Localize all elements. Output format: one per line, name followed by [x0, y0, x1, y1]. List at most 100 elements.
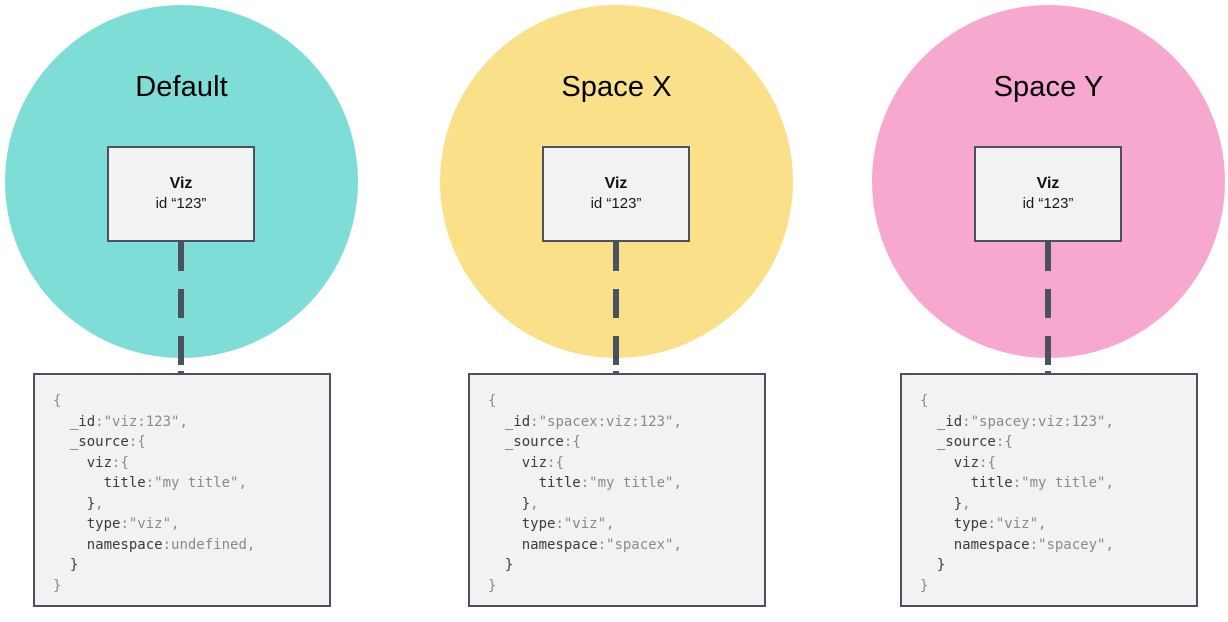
code-line: { [53, 391, 329, 412]
code-line: viz:{ [53, 453, 329, 474]
code-value: , [673, 413, 682, 430]
code-value: "viz" [563, 516, 607, 532]
code-line: type:"viz", [488, 514, 764, 535]
code-value: { [987, 454, 996, 471]
connector-dash [1045, 242, 1051, 271]
code-line: } [488, 555, 764, 576]
code-value [920, 455, 954, 471]
code-value: } [920, 577, 929, 594]
code-value: { [555, 454, 564, 471]
code-key: type [953, 516, 988, 532]
viz-node-type-label: Viz [604, 175, 628, 192]
viz-node-default: Viz id “123” [107, 146, 255, 242]
space-label-spacey: Space Y [993, 71, 1104, 103]
code-value [488, 475, 539, 491]
code-key: } [953, 495, 963, 512]
code-value: "spacex:viz:123" [538, 413, 674, 430]
code-key: } [504, 557, 514, 573]
code-line: title:"my title", [488, 473, 764, 494]
code-line: }, [920, 494, 1196, 515]
code-line: } [488, 576, 764, 597]
code-value: { [53, 393, 62, 409]
document-code-default: { _id:"viz:123", _source:{ viz:{ title:"… [53, 391, 329, 596]
connector-dash [1045, 336, 1051, 365]
code-value [920, 537, 954, 553]
code-value: : [1029, 536, 1039, 553]
connector-dash [1045, 289, 1051, 318]
code-value: , [1105, 413, 1114, 430]
code-value: : [979, 454, 988, 471]
code-key: _source [69, 434, 129, 450]
code-key: title [970, 475, 1013, 491]
document-code-spacey: { _id:"spacey:viz:123", _source:{ viz:{ … [920, 391, 1196, 596]
code-value: "viz" [995, 516, 1039, 532]
code-value [53, 434, 70, 450]
code-key: namespace [521, 536, 598, 553]
code-value: "viz" [128, 516, 172, 532]
code-value: : [555, 516, 564, 532]
code-value: , [238, 475, 247, 491]
code-key: type [521, 516, 556, 532]
space-column-spacex: Space X Viz id “123” { _id:"spacex:viz:1… [411, 0, 821, 622]
viz-node-id-label: id “123” [1022, 195, 1074, 212]
code-value: : [162, 536, 172, 553]
code-value [920, 434, 937, 450]
code-key: title [538, 475, 581, 491]
code-value: : [962, 413, 971, 430]
code-key: } [521, 495, 531, 512]
code-value [53, 414, 70, 430]
code-key: _source [936, 434, 996, 450]
code-value [488, 434, 505, 450]
code-key: _id [936, 413, 963, 430]
code-value: : [145, 475, 155, 491]
code-value: : [563, 434, 573, 450]
code-value: , [962, 495, 971, 512]
code-value: , [1038, 516, 1047, 532]
code-value: , [95, 495, 104, 512]
code-key: _id [504, 413, 531, 430]
code-line: viz:{ [920, 453, 1196, 474]
code-value: "spacey:viz:123" [970, 413, 1106, 430]
code-value: { [488, 393, 497, 409]
code-line: _id:"spacey:viz:123", [920, 412, 1196, 433]
document-panel-spacey: { _id:"spacey:viz:123", _source:{ viz:{ … [900, 373, 1198, 607]
connector-dash [613, 336, 619, 365]
code-value: { [920, 393, 929, 409]
code-value [53, 557, 70, 573]
code-value: } [53, 577, 62, 594]
code-key: } [69, 557, 79, 573]
code-value: : [120, 516, 129, 532]
code-key: title [103, 475, 146, 491]
code-value: { [120, 454, 129, 471]
code-value: : [112, 454, 121, 471]
code-line: _source:{ [488, 432, 764, 453]
viz-node-id-label: id “123” [590, 195, 642, 212]
code-value: { [1004, 434, 1013, 450]
code-value: , [246, 536, 256, 553]
code-value: : [128, 434, 138, 450]
space-column-spacey: Space Y Viz id “123” { _id:"spacey:viz:1… [843, 0, 1228, 622]
code-value: "my title" [154, 475, 239, 491]
code-value: : [1012, 475, 1022, 491]
code-value [488, 557, 505, 573]
code-line: namespace:"spacey", [920, 535, 1196, 556]
code-key: viz [953, 454, 980, 471]
code-value [53, 496, 87, 512]
code-value: , [1105, 536, 1114, 553]
code-value: } [488, 577, 497, 594]
code-key: _source [504, 434, 564, 450]
viz-node-spacex: Viz id “123” [542, 146, 690, 242]
code-line: _source:{ [920, 432, 1196, 453]
code-value: undefined [171, 536, 247, 553]
code-line: } [920, 576, 1196, 597]
code-value: , [606, 516, 615, 532]
code-value [920, 414, 937, 430]
code-value: { [137, 434, 146, 450]
connector-dashed-line-spacey [1045, 242, 1051, 377]
code-line: _id:"viz:123", [53, 412, 329, 433]
space-column-default: Default Viz id “123” { _id:"viz:123", _s… [0, 0, 386, 622]
code-line: { [920, 391, 1196, 412]
connector-dash [178, 336, 184, 365]
code-line: { [488, 391, 764, 412]
